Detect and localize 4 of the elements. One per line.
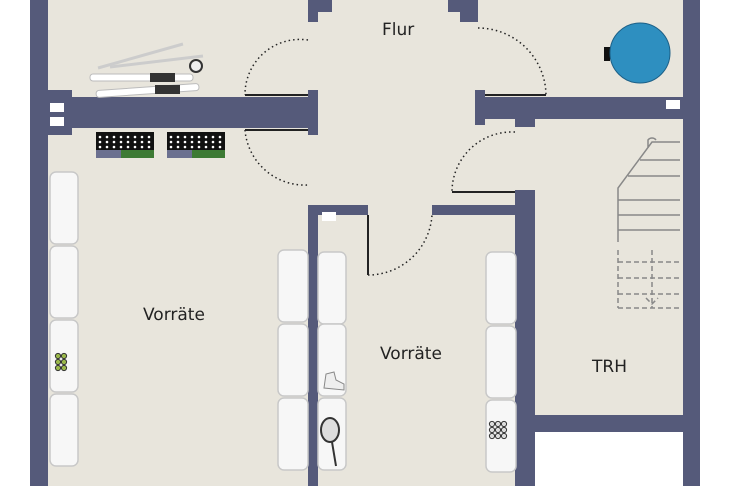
room-label: Flur bbox=[382, 20, 414, 40]
room-label: Vorräte bbox=[143, 305, 205, 325]
room-label: TRH bbox=[592, 357, 627, 377]
room-label: Vorräte bbox=[380, 344, 442, 364]
